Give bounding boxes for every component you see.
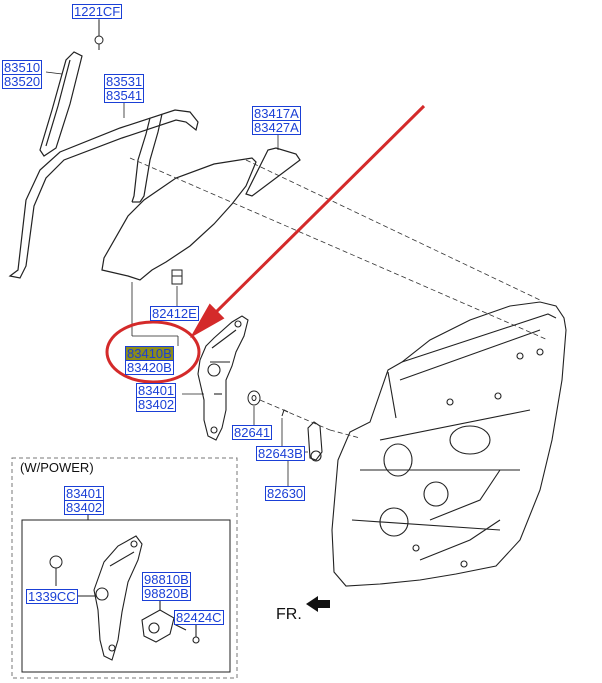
- power-inset-title: (W/POWER): [20, 460, 94, 475]
- label-1221cf[interactable]: 1221CF: [72, 4, 123, 19]
- label-83402[interactable]: 83402: [136, 397, 177, 412]
- label-82424c[interactable]: 82424C: [174, 610, 224, 625]
- label-83531[interactable]: 83531: [104, 74, 145, 89]
- callout-circle: [105, 320, 201, 384]
- label-83410b[interactable]: 83410B: [125, 346, 174, 361]
- label-83541[interactable]: 83541: [104, 88, 145, 103]
- regulator-drawing: [197, 315, 249, 441]
- label-98810b[interactable]: 98810B: [142, 572, 191, 587]
- power-regulator-drawing: [74, 535, 143, 661]
- label-82412e[interactable]: 82412E: [150, 306, 199, 321]
- assembly-lines: [129, 157, 549, 439]
- label-83420b[interactable]: 83420B: [125, 360, 174, 375]
- door-panel-drawing: [331, 301, 567, 587]
- label-83520[interactable]: 83520: [2, 74, 43, 89]
- run-channel-drawing: [39, 51, 83, 157]
- label-83417a[interactable]: 83417A: [252, 106, 301, 121]
- label-98820b[interactable]: 98820B: [142, 586, 191, 601]
- quarter-glass-drawing: [245, 147, 301, 197]
- label-group-83410b-83420b: 83410B 83420B: [125, 346, 174, 375]
- leader-lines: [45, 17, 308, 486]
- weatherstrip-drawing: [8, 109, 199, 279]
- callout-arrow: [189, 104, 426, 339]
- power-bolt-drawing: [49, 555, 63, 586]
- power-motor-drawing: [141, 600, 200, 644]
- label-power-83402[interactable]: 83402: [64, 500, 105, 515]
- label-group-power-83401-83402: 83401 83402: [64, 486, 105, 515]
- label-group-83531-83541: 83531 83541: [104, 74, 145, 103]
- clip-drawing: [171, 269, 183, 285]
- label-82641[interactable]: 82641: [232, 425, 273, 440]
- label-82630[interactable]: 82630: [265, 486, 306, 501]
- washer-drawing: [247, 390, 261, 406]
- label-group-83401-83402: 83401 83402: [136, 383, 177, 412]
- front-direction-arrow: [306, 596, 330, 612]
- label-83401[interactable]: 83401: [136, 383, 177, 398]
- label-1339cc[interactable]: 1339CC: [26, 589, 78, 604]
- label-group-83510-83520: 83510 83520: [2, 60, 43, 89]
- label-82643b[interactable]: 82643B: [256, 446, 305, 461]
- door-glass-drawing: [101, 157, 257, 281]
- label-83510[interactable]: 83510: [2, 60, 43, 75]
- power-inset-frame: [11, 457, 238, 679]
- label-group-83417a-83427a: 83417A 83427A: [252, 106, 301, 135]
- front-direction-label: FR.: [276, 606, 302, 623]
- label-group-98810b-98820b: 98810B 98820B: [142, 572, 191, 601]
- window-handle-drawing: [307, 421, 323, 462]
- label-power-83401[interactable]: 83401: [64, 486, 105, 501]
- fastener-drawing: [94, 20, 104, 50]
- label-83427a[interactable]: 83427A: [252, 120, 301, 135]
